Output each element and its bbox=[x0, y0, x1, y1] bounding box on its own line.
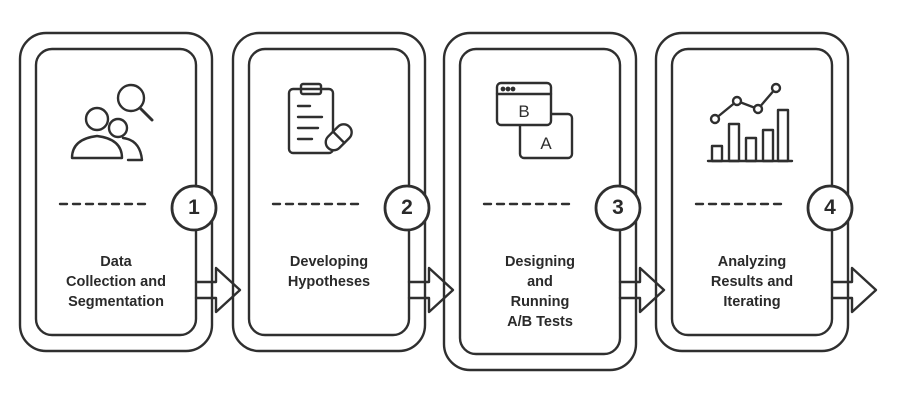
step-4-number-badge bbox=[806, 184, 854, 232]
step-3-number: 3 bbox=[612, 196, 624, 219]
clipboard-pill-icon bbox=[287, 82, 353, 155]
step-2-label: Developing Hypotheses bbox=[287, 254, 371, 290]
step-3-label: Designing and Running A/B Tests bbox=[504, 254, 576, 330]
step-1-label: Data Collection and Segmentation bbox=[66, 254, 166, 310]
step-3-arrow bbox=[618, 266, 666, 314]
ab-icon-letter-a: A bbox=[540, 134, 552, 153]
step-2-arrow bbox=[407, 266, 455, 314]
step-3-number-badge bbox=[594, 184, 642, 232]
step-2-number-badge bbox=[383, 184, 431, 232]
step-1-number-badge bbox=[170, 184, 218, 232]
step-4-number: 4 bbox=[824, 196, 836, 219]
bar-line-chart-icon bbox=[706, 82, 794, 163]
users-search-icon bbox=[70, 83, 154, 162]
step-1-number: 1 bbox=[188, 196, 200, 219]
step-1-arrow bbox=[194, 266, 242, 314]
step-2-number: 2 bbox=[401, 196, 413, 219]
step-4-arrow bbox=[830, 266, 878, 314]
ab-icon-letter-b: B bbox=[518, 102, 529, 121]
step-4-label: Analyzing Results and Iterating bbox=[710, 254, 794, 310]
ab-test-windows-icon bbox=[495, 81, 574, 160]
